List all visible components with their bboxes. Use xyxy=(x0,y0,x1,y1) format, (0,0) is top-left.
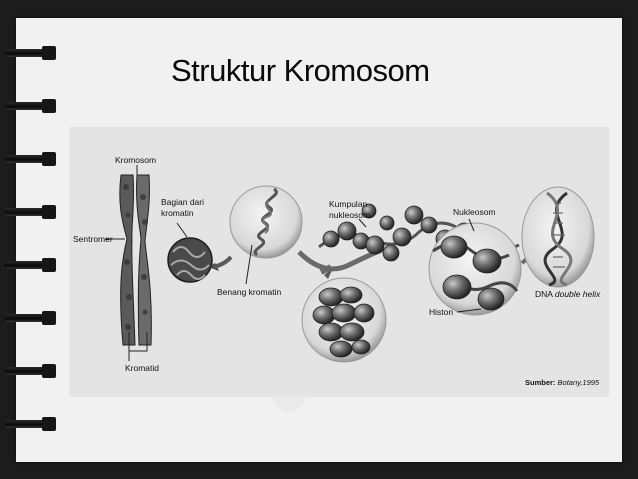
binding-ring xyxy=(4,150,60,168)
chromosome-structure-figure: Kromosom Sentromer Kromatid Bagian dari … xyxy=(69,127,609,397)
label-kromatin: kromatin xyxy=(161,208,194,218)
label-kromatid: Kromatid xyxy=(125,363,159,373)
chromosome-shape xyxy=(119,174,152,346)
diagram-svg: Kromosom Sentromer Kromatid Bagian dari … xyxy=(73,155,601,387)
arrow xyxy=(212,255,233,269)
binding-ring xyxy=(4,256,60,274)
label-histon: Histon xyxy=(429,307,453,317)
arrow xyxy=(319,264,333,275)
nukleosom-pointer xyxy=(468,218,475,232)
benang-kromatin-pointer xyxy=(245,244,253,285)
label-double-helix: double helix xyxy=(555,289,601,299)
source-label: Sumber: xyxy=(525,378,555,387)
label-benang-kromatin: Benang kromatin xyxy=(217,287,282,297)
label-nukleosom: Nukleosom xyxy=(453,207,496,217)
source-value: Botany,1995 xyxy=(558,378,600,387)
chromatin-thread-bubble xyxy=(229,185,303,259)
slide-title: Struktur Kromosom xyxy=(171,53,430,88)
label-dna-text: DNA xyxy=(535,289,553,299)
binding-ring xyxy=(4,415,60,433)
kumpulan-pointer xyxy=(358,218,367,228)
kromatid-bracket xyxy=(128,332,148,352)
label-dna: DNA double helix xyxy=(535,289,601,299)
nucleosome-bubble xyxy=(428,222,522,316)
binding-ring xyxy=(4,309,60,327)
label-bagian-dari: Bagian dari xyxy=(161,197,204,207)
binding-ring xyxy=(4,97,60,115)
binding-ring xyxy=(4,362,60,380)
bagian-kromatin-pointer xyxy=(176,222,188,238)
spiral-binding xyxy=(0,0,70,479)
arrowhead xyxy=(324,268,333,279)
label-kromosom: Kromosom xyxy=(115,155,156,165)
binding-ring xyxy=(4,203,60,221)
histon-pointer xyxy=(456,308,482,313)
chromatin-ball xyxy=(167,237,219,283)
dna-helix-bubble xyxy=(521,186,595,288)
source-citation: Sumber: Botany,1995 xyxy=(525,378,600,387)
binding-ring xyxy=(4,44,60,62)
label-kumpulan: Kumpulan xyxy=(329,199,368,209)
nucleosome-cluster-bubble xyxy=(301,277,387,363)
label-sentromer: Sentromer xyxy=(73,234,113,244)
label-nukleosom-cluster: nukleosom xyxy=(329,210,370,220)
